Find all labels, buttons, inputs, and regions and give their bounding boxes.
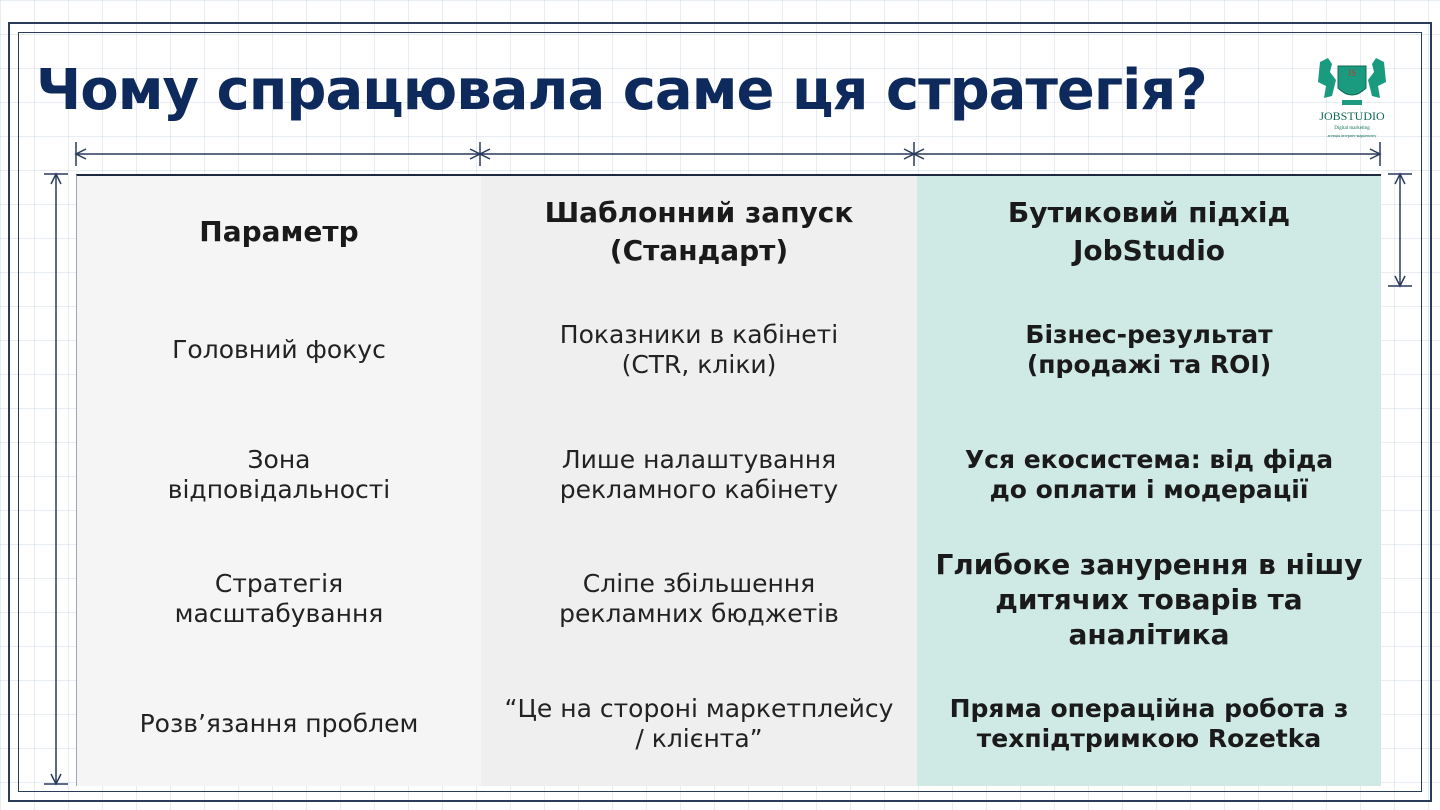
row-2-parameter: Зона відповідальності [167,444,391,504]
row-2-standard: Лише налаштування рекламного кабінету [559,444,839,504]
column-boutique-bg [917,176,1381,786]
comparison-table: Параметр Шаблонний запуск (Стандарт) Бут… [76,174,1381,786]
row-3-boutique: Глибоке занурення в нішу дитячих товарів… [935,547,1363,651]
header-parameter: Параметр [199,215,359,248]
row-3-standard: Сліпе збільшення рекламних бюджетів [559,569,839,629]
outer-frame [8,22,1432,802]
column-parameter-bg [77,176,481,786]
header-boutique: Бутиковий підхід JobStudio [1007,196,1291,267]
header-standard: Шаблонний запуск (Стандарт) [544,196,854,267]
column-standard-bg [481,176,917,786]
slide-title: Чому спрацювала саме ця стратегія? [36,58,1208,123]
row-4-parameter: Розв’язання проблем [139,708,419,738]
row-4-boutique: Пряма операційна робота з техпідтримкою … [949,693,1349,753]
row-3-parameter: Стратегія масштабування [174,569,384,629]
inner-frame [18,32,1422,792]
row-2-boutique: Уся екосистема: від фіда до оплати і мод… [964,444,1334,504]
row-1-standard: Показники в кабінеті (CTR, кліки) [559,320,839,380]
logo-tagline-2: агенція інтернет-маркетингу [1328,133,1377,138]
row-4-standard: “Це на стороні маркетплейсу / клієнта” [504,693,894,753]
row-1-boutique: Бізнес-результат (продажі та ROI) [1025,320,1273,380]
row-1-parameter: Головний фокус [172,335,386,365]
logo-monogram: JS [1348,68,1357,78]
logo-name: JOBSTUDIO [1319,109,1385,123]
logo-tagline-1: Digital marketing [1334,126,1370,131]
jobstudio-logo: JS JOBSTUDIO Digital marketing агенція і… [1306,52,1398,144]
right-horse-icon [1368,58,1386,98]
shield-icon [1337,65,1367,96]
left-horse-icon [1318,58,1336,98]
